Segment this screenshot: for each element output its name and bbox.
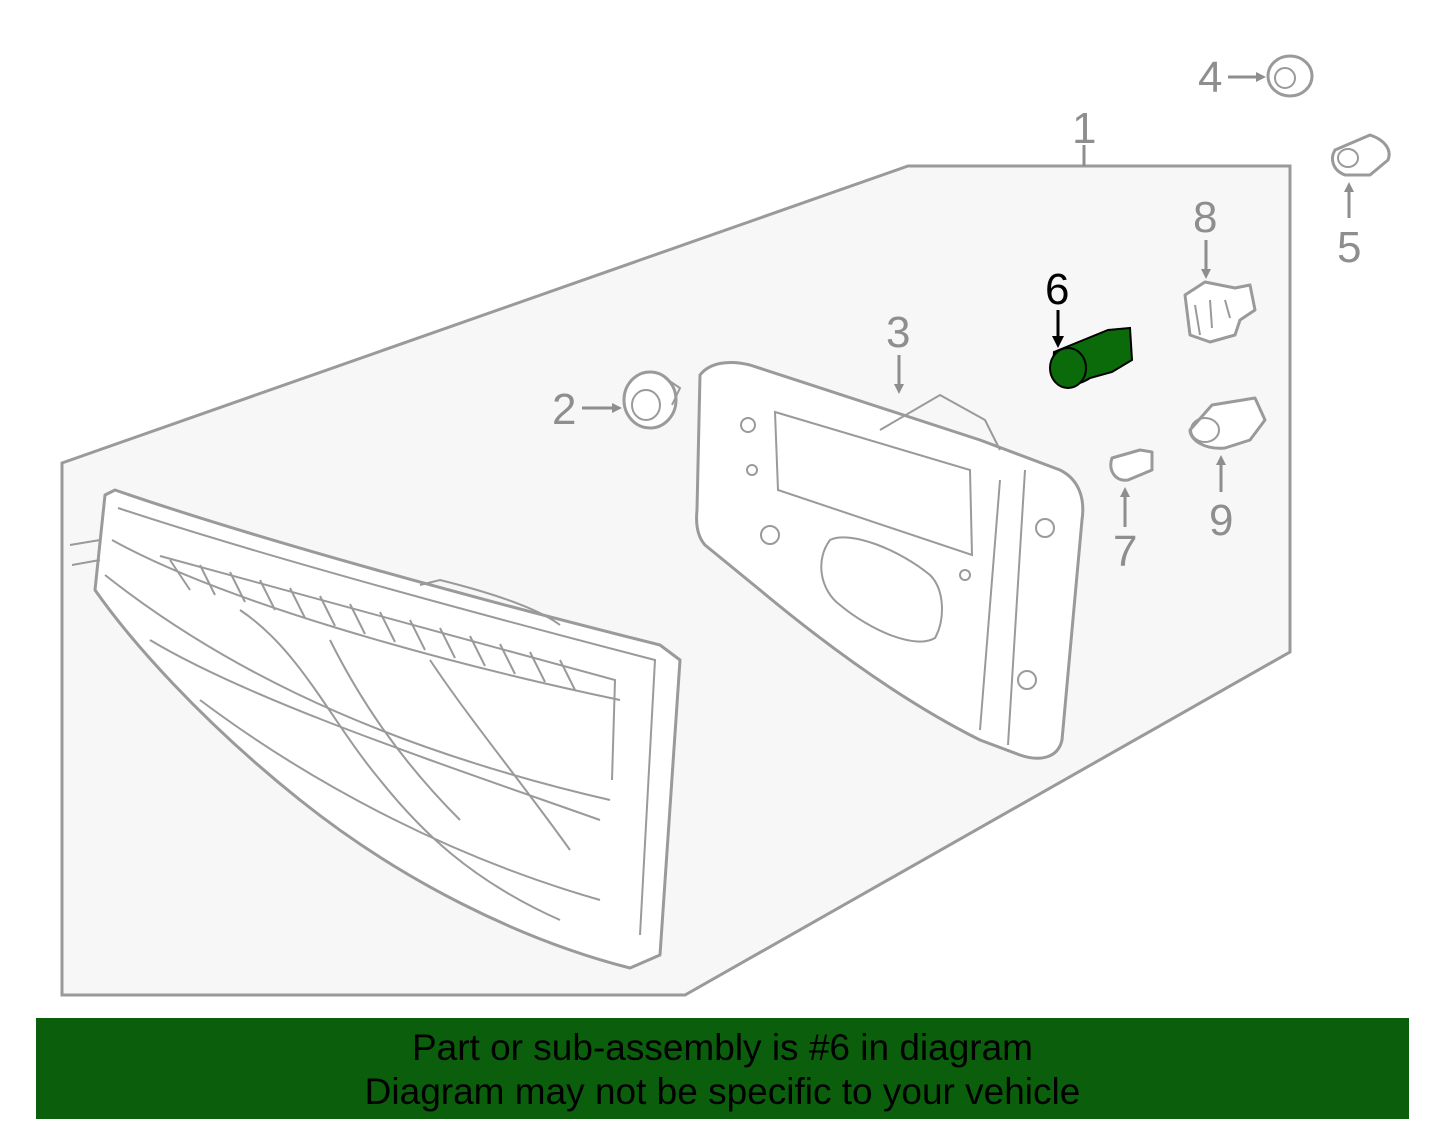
callout-2: 2	[552, 385, 576, 434]
callout-7: 7	[1113, 527, 1137, 576]
parts-diagram: 1 2 3 4 5 6 7 8 9	[60, 53, 1391, 997]
nut-part-4[interactable]	[1266, 54, 1314, 98]
bulb-part-6[interactable]	[1049, 326, 1134, 389]
banner-line-2: Diagram may not be specific to your vehi…	[364, 1071, 1081, 1112]
callout-5: 5	[1337, 223, 1361, 272]
callout-1: 1	[1072, 104, 1096, 153]
info-banner: Part or sub-assembly is #6 in diagram Di…	[36, 1018, 1409, 1119]
callout-4: 4	[1198, 53, 1222, 102]
socket-part-8[interactable]	[1183, 280, 1257, 344]
socket-part-9[interactable]	[1188, 396, 1267, 450]
clip-part-2[interactable]	[622, 370, 682, 430]
callout-6: 6	[1045, 265, 1069, 314]
callout-9: 9	[1209, 496, 1233, 545]
callout-8: 8	[1193, 193, 1217, 242]
bulb-part-7[interactable]	[1109, 448, 1154, 482]
tail-lamp-assembly[interactable]	[69, 488, 682, 970]
clip-part-5[interactable]	[1331, 133, 1391, 177]
banner-line-1: Part or sub-assembly is #6 in diagram	[411, 1027, 1034, 1068]
callout-3: 3	[886, 308, 910, 357]
lamp-gasket[interactable]	[695, 361, 1085, 760]
